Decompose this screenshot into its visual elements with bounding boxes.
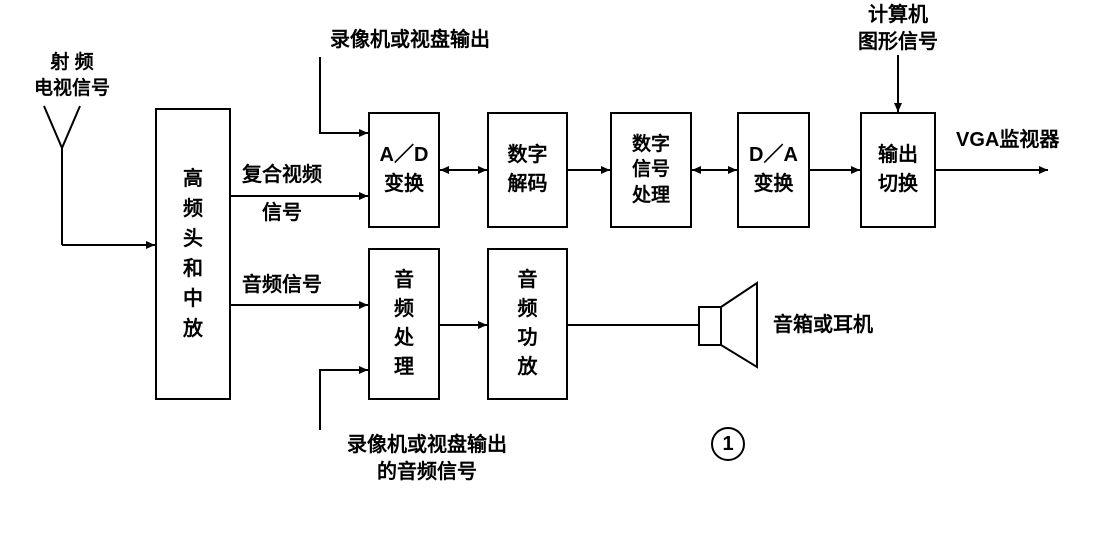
- box-tuner: 高 频 头 和 中 放: [155, 108, 231, 400]
- box-ad-converter-label: A／D 变换: [379, 144, 429, 195]
- box-da-converter-label: D／A 变换: [749, 144, 798, 195]
- box-output-switch-label: 输出 切换: [878, 144, 918, 195]
- box-audio-processing-label: 音 频 处 理: [394, 269, 414, 378]
- box-da-converter: D／A 变换: [737, 112, 810, 228]
- box-tuner-label: 高 频 头 和 中 放: [183, 168, 203, 340]
- computer-graphics-signal-label: 计算机 图形信号: [858, 4, 938, 53]
- rf-tv-signal-label: 射 频 电视信号: [33, 52, 110, 99]
- connector-vcr-video-input: [319, 57, 368, 137]
- composite-video-label-line2: 信号: [262, 202, 302, 224]
- connector-vcr-audio-input: [319, 366, 368, 430]
- box-audio-processing: 音 频 处 理: [368, 248, 440, 400]
- box-audio-amplifier: 音 频 功 放: [487, 248, 568, 400]
- box-digital-decoder: 数字 解码: [487, 112, 568, 228]
- box-output-switch: 输出 切换: [860, 112, 936, 228]
- composite-video-label-line1: 复合视频: [242, 164, 322, 186]
- vcr-audio-signal-label: 录像机或视盘输出 的音频信号: [347, 434, 507, 483]
- vcr-video-output-label: 录像机或视盘输出: [330, 29, 490, 51]
- audio-signal-label: 音频信号: [242, 274, 322, 296]
- figure-number: 1: [722, 432, 734, 455]
- vga-monitor-label: VGA监视器: [956, 129, 1060, 151]
- speaker-icon: [698, 281, 758, 369]
- box-audio-amplifier-label: 音 频 功 放: [517, 269, 538, 378]
- box-ad-converter: A／D 变换: [368, 112, 440, 228]
- speaker-headphone-label: 音箱或耳机: [773, 314, 873, 336]
- box-digital-decoder-label: 数字 解码: [507, 144, 548, 195]
- antenna-icon: [43, 105, 155, 249]
- box-dsp: 数字 信号 处理: [610, 112, 692, 228]
- box-dsp-label: 数字 信号 处理: [631, 133, 670, 206]
- figure-number-badge: 1: [711, 427, 745, 461]
